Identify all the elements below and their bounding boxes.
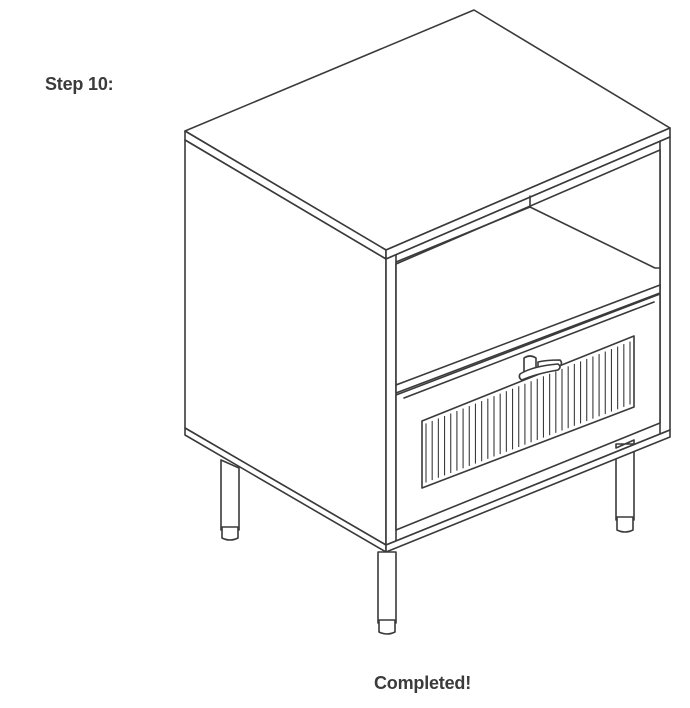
open-shelf <box>395 149 661 394</box>
step-label: Step 10: <box>45 74 114 94</box>
fluted-slats <box>425 341 631 483</box>
front-left-leg <box>377 551 397 635</box>
front-right-leg <box>615 439 635 449</box>
drawer-handle-icon[interactable] <box>518 355 563 381</box>
back-left-leg <box>220 459 240 541</box>
drawer[interactable] <box>395 293 661 531</box>
completed-caption: Completed! <box>374 673 472 693</box>
